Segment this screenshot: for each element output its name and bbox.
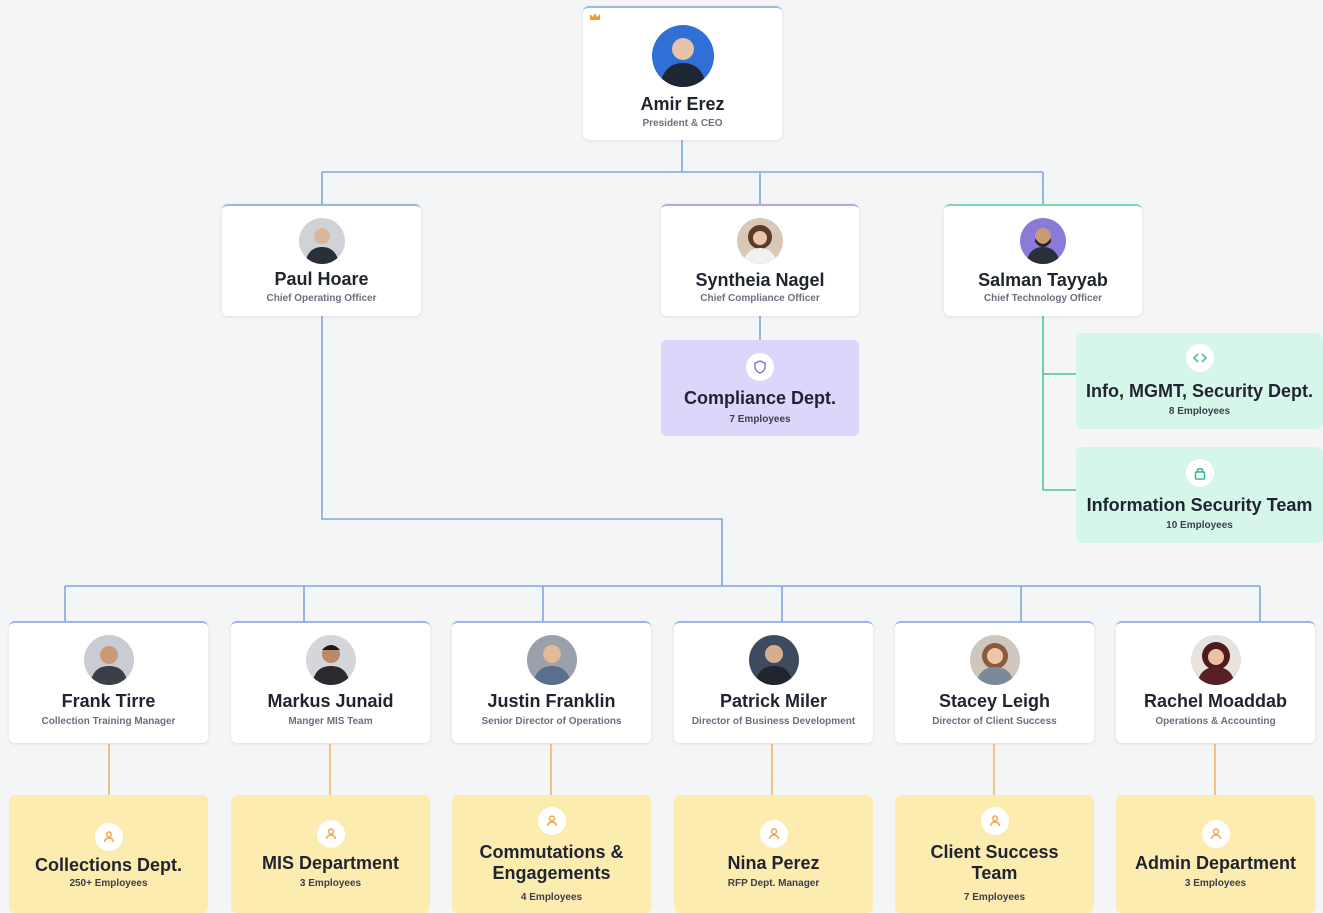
- person-name: Rachel Moaddab: [1143, 691, 1288, 711]
- dept-count: 8 Employees: [1168, 406, 1231, 417]
- avatar: [526, 635, 577, 685]
- dept-count: 3 Employees: [1184, 878, 1247, 889]
- dept-card-compliance[interactable]: Compliance Dept. 7 Employees: [661, 340, 859, 436]
- code-icon: [1185, 344, 1214, 372]
- person-role: Chief Technology Officer: [983, 293, 1103, 304]
- ceo-connector: [321, 140, 1044, 204]
- person-name: Syntheia Nagel: [695, 270, 825, 290]
- manager-card-markus[interactable]: Markus Junaid Manger MIS Team: [231, 621, 430, 743]
- person-name: Stacey Leigh: [938, 691, 1051, 711]
- avatar: [1190, 635, 1241, 685]
- dept-count: 7 Employees: [963, 892, 1026, 903]
- person-role: President & CEO: [642, 118, 723, 129]
- dept-card-commutations[interactable]: Commutations & Engagements 4 Employees: [452, 795, 651, 913]
- person-icon: [1201, 820, 1230, 848]
- dept-count: 7 Employees: [729, 414, 791, 425]
- dept-name: Commutations & Engagements: [479, 842, 624, 883]
- dept-card-collections[interactable]: Collections Dept. 250+ Employees: [9, 795, 208, 913]
- crown-icon: [590, 13, 600, 20]
- exec-card-syntheia[interactable]: Syntheia Nagel Chief Compliance Officer: [661, 204, 859, 316]
- avatar: [305, 635, 356, 685]
- person-name: Justin Franklin: [487, 691, 616, 711]
- manager-dept-connectors: [108, 744, 1216, 795]
- person-icon: [316, 820, 345, 848]
- manager-card-frank[interactable]: Frank Tirre Collection Training Manager: [9, 621, 208, 743]
- avatar: [298, 218, 345, 264]
- dept-name: Admin Department: [1134, 853, 1296, 873]
- person-role: Chief Compliance Officer: [700, 293, 820, 304]
- avatar: [83, 635, 134, 685]
- dept-card-client-success[interactable]: Client Success Team 7 Employees: [895, 795, 1094, 913]
- dept-card-info-mgmt[interactable]: Info, MGMT, Security Dept. 8 Employees: [1076, 333, 1323, 429]
- exec-card-salman[interactable]: Salman Tayyab Chief Technology Officer: [944, 204, 1142, 316]
- person-icon: [980, 807, 1009, 835]
- avatar: [969, 635, 1020, 685]
- person-name: Salman Tayyab: [978, 270, 1108, 290]
- person-icon: [537, 807, 566, 835]
- dept-card-admin[interactable]: Admin Department 3 Employees: [1116, 795, 1315, 913]
- manager-card-stacey[interactable]: Stacey Leigh Director of Client Success: [895, 621, 1094, 743]
- dept-count: 3 Employees: [299, 878, 362, 889]
- person-role: Chief Operating Officer: [266, 293, 377, 304]
- dept-name: Collections Dept.: [34, 855, 182, 875]
- dept-name: Compliance Dept.: [683, 388, 837, 408]
- dept-name: Client Success Team: [930, 842, 1059, 883]
- manager-card-justin[interactable]: Justin Franklin Senior Director of Opera…: [452, 621, 651, 743]
- person-name: Patrick Miler: [719, 691, 828, 711]
- person-name: Paul Hoare: [274, 269, 369, 289]
- dept-count: 250+ Employees: [69, 878, 148, 889]
- shield-icon: [746, 353, 774, 381]
- dept-count: 4 Employees: [520, 892, 583, 903]
- manager-card-patrick[interactable]: Patrick Miler Director of Business Devel…: [674, 621, 873, 743]
- exec-card-paul[interactable]: Paul Hoare Chief Operating Officer: [222, 204, 421, 316]
- ceo-card[interactable]: Amir Erez President & CEO: [583, 6, 782, 140]
- manager-card-rachel[interactable]: Rachel Moaddab Operations & Accounting: [1116, 621, 1315, 743]
- avatar: [1020, 218, 1066, 264]
- dept-name: Information Security Team: [1086, 495, 1313, 515]
- person-role: Director of Business Development: [691, 716, 856, 727]
- dept-card-rfp[interactable]: Nina Perez RFP Dept. Manager: [674, 795, 873, 913]
- avatar: [737, 218, 783, 264]
- person-role: Senior Director of Operations: [481, 716, 622, 727]
- dept-count: 10 Employees: [1166, 520, 1233, 531]
- person-role: Operations & Accounting: [1155, 716, 1276, 727]
- person-role: Director of Client Success: [932, 716, 1057, 727]
- dept-name: Nina Perez: [727, 853, 820, 873]
- person-name: Amir Erez: [640, 94, 725, 114]
- dept-count: RFP Dept. Manager: [727, 878, 820, 889]
- lock-icon: [1185, 459, 1214, 487]
- avatar: [651, 25, 714, 87]
- person-name: Frank Tirre: [61, 691, 156, 711]
- dept-name: MIS Department: [261, 853, 400, 873]
- avatar: [748, 635, 799, 685]
- coo-connector: [64, 316, 1261, 621]
- person-role: Manger MIS Team: [288, 716, 373, 727]
- person-icon: [94, 823, 123, 851]
- cto-connector: [1042, 316, 1076, 491]
- dept-card-mis[interactable]: MIS Department 3 Employees: [231, 795, 430, 913]
- dept-name: Info, MGMT, Security Dept.: [1085, 381, 1313, 401]
- person-role: Collection Training Manager: [41, 716, 176, 727]
- dept-card-info-security[interactable]: Information Security Team 10 Employees: [1076, 447, 1323, 543]
- person-icon: [759, 820, 788, 848]
- person-name: Markus Junaid: [267, 691, 394, 711]
